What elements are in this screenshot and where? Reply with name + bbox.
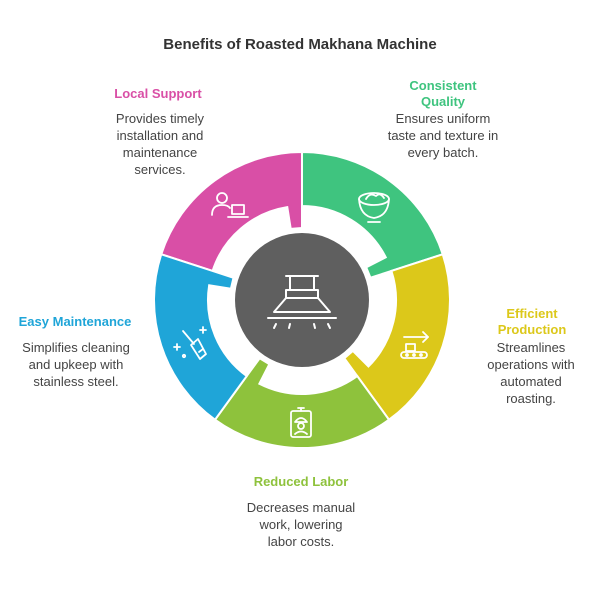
desc-reduced-labor: Decreases manual work, lowering labor co… [246,500,356,549]
desc-easy-maintenance: Simplifies cleaning and upkeep with stai… [22,340,130,389]
conveyor-icon [400,331,429,359]
segment-easy-maintenance [153,253,249,422]
label-reduced-labor: Reduced Labor [253,474,349,489]
desc-efficient-production: Streamlines operations with automated ro… [487,340,575,406]
label-efficient-production: Efficient Production [497,306,567,337]
label-easy-maintenance: Easy Maintenance [18,314,132,329]
label-local-support: Local Support [114,86,202,101]
diagram-title: Benefits of Roasted Makhana Machine [163,36,437,53]
broom-icon [173,326,207,360]
bowl-icon [358,192,390,223]
worker-badge-icon [290,407,312,438]
user-laptop-icon [211,192,249,218]
desc-consistent-quality: Ensures uniform taste and texture in eve… [387,111,499,160]
label-consistent-quality: Consistent Quality [409,78,477,109]
roasting-machine-icon [267,275,337,329]
center-hub [235,233,369,367]
desc-local-support: Provides timely installation and mainten… [115,111,205,177]
